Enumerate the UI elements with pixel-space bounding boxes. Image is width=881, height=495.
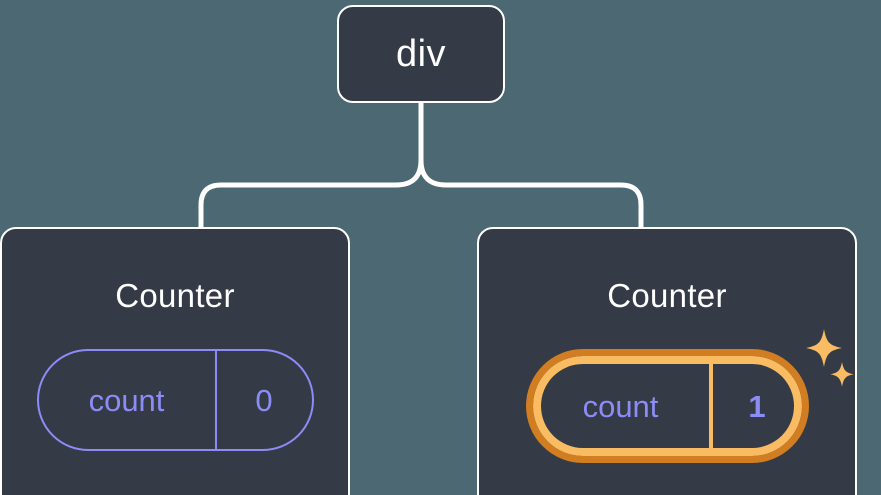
node-counter-right-title: Counter [607, 277, 727, 314]
state-value-label: 0 [255, 382, 273, 418]
node-counter-left-title: Counter [115, 277, 235, 314]
edge-to-left-counter [198, 157, 424, 232]
state-pill-count-right[interactable]: count 1 [525, 349, 809, 463]
state-key-label: count [88, 382, 165, 418]
node-div[interactable]: div [337, 5, 505, 103]
state-key-label: count [582, 388, 659, 424]
state-pill-divider [708, 356, 713, 456]
state-pill-count-left[interactable]: count 0 [36, 349, 314, 451]
state-pill-wrap-right: count 1 [479, 349, 855, 463]
node-counter-left[interactable]: Counter count 0 [0, 227, 350, 495]
node-counter-right[interactable]: Counter count 1 [477, 227, 857, 495]
state-pill-divider [214, 351, 217, 449]
edge-to-right-counter [418, 157, 644, 232]
state-pill-wrap-left: count 0 [2, 349, 348, 451]
state-value-label: 1 [748, 388, 766, 424]
node-div-label: div [395, 32, 447, 75]
